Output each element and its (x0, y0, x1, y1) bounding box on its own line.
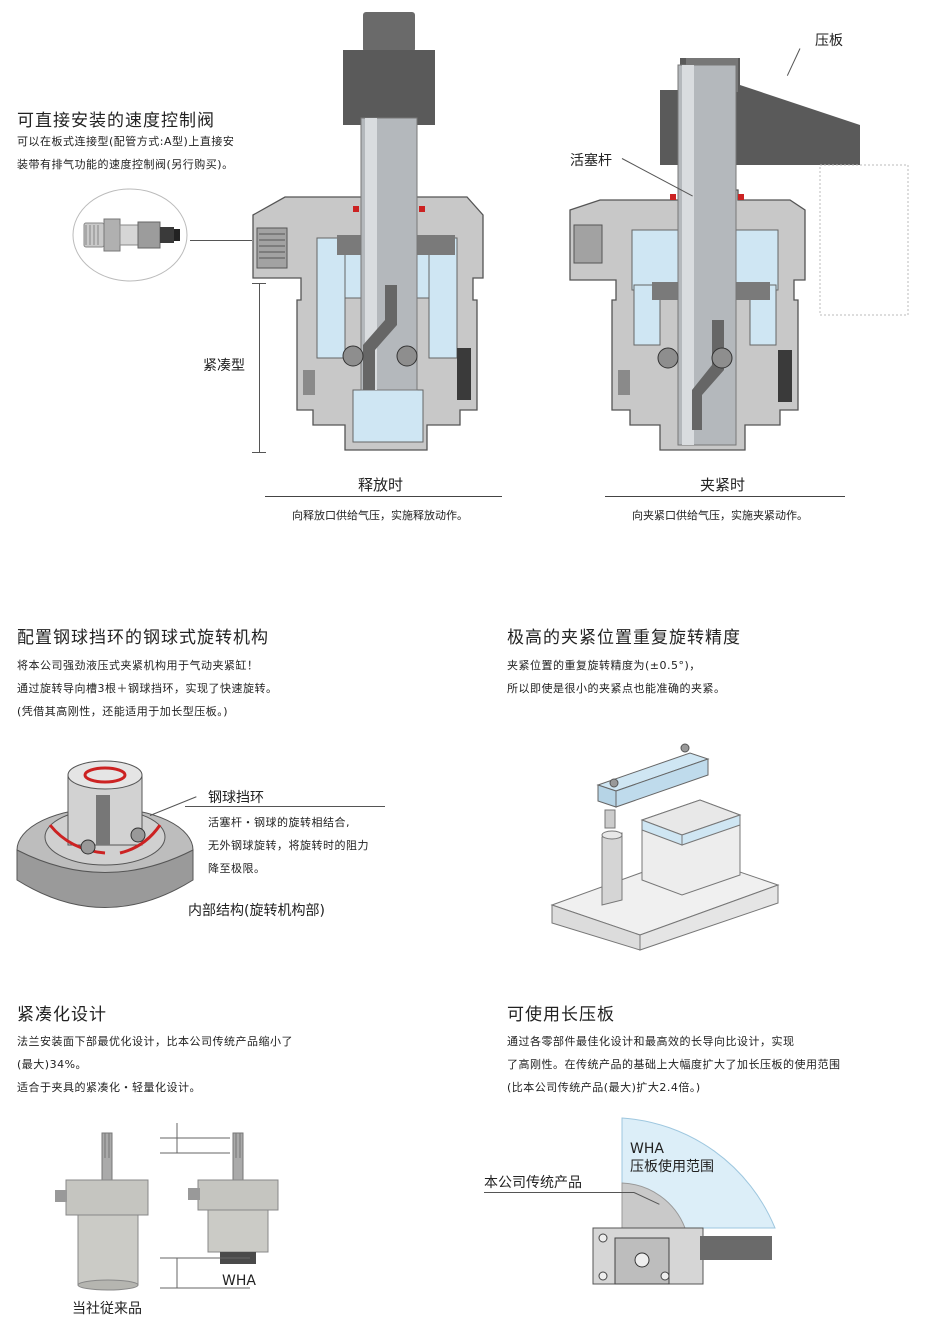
compact-dimension-top (252, 283, 266, 284)
speed-valve-text: 可以在板式连接型(配管方式:A型)上直接安 装带有排气功能的速度控制阀(另行购买… (17, 135, 235, 171)
label-compact: 紧凑型 (203, 358, 245, 374)
ring-label-rule (185, 806, 385, 807)
clamp-state-diagram (569, 58, 909, 451)
clamp-note: 向夹紧口供给气压，实施夹紧动作。 (632, 509, 808, 522)
release-caption-rule (265, 496, 502, 497)
label-wha-range: WHA 压板使用范围 (630, 1141, 714, 1175)
release-state-diagram (252, 12, 484, 451)
label-piston-rod: 活塞杆 (570, 153, 612, 169)
valve-leader-line (190, 240, 252, 241)
ring-description: 活塞杆・钢球的旋转相结合, 无外钢球旋转，将旋转时的阻力 降至极限。 (208, 816, 369, 875)
clamp-on-fixture-illustration (550, 743, 780, 951)
compact-dimension-bottom (252, 452, 266, 453)
size-comparison-illustration (55, 1123, 279, 1291)
label-conventional-range: 本公司传统产品 (484, 1175, 582, 1191)
section-title-long-arm: 可使用长压板 (507, 1005, 615, 1025)
rotation-mechanism-cutaway (16, 760, 194, 908)
repeat-accuracy-text: 夹紧位置的重复旋转精度为(±0.5°)， 所以即使是很小的夹紧点也能准确的夹紧。 (507, 659, 726, 695)
rotation-mechanism-text: 将本公司强劲液压式夹紧机构用于气动夹紧缸！ 通过旋转导向槽3根＋钢球挡环，实现了… (17, 659, 278, 718)
internal-structure-caption: 内部结构(旋转机构部) (188, 903, 325, 919)
release-note: 向释放口供给气压，实施释放动作。 (292, 509, 468, 522)
label-conventional-product: 当社従来品 (72, 1301, 142, 1317)
section-title-speed-valve: 可直接安装的速度控制阀 (17, 111, 215, 131)
clamp-caption: 夹紧时 (700, 476, 746, 494)
release-caption: 释放时 (358, 476, 404, 494)
section-title-repeat-accuracy: 极高的夹紧位置重复旋转精度 (507, 628, 741, 648)
conventional-range-leader (484, 1192, 634, 1193)
label-clamp-arm: 压板 (815, 33, 843, 49)
section-title-rotation-mechanism: 配置钢球挡环的钢球式旋转机构 (17, 628, 269, 648)
compact-dimension-line (259, 283, 260, 453)
speed-control-valve-image (72, 188, 188, 282)
clamp-caption-rule (605, 496, 845, 497)
arm-range-illustration (592, 1117, 776, 1285)
label-wha-product: WHA (222, 1273, 256, 1289)
label-ball-ring: 钢球挡环 (208, 790, 264, 806)
compact-design-text: 法兰安装面下部最优化设计，比本公司传统产品缩小了 (最大)34%。 适合于夹具的… (17, 1035, 293, 1094)
section-title-compact-design: 紧凑化设计 (17, 1005, 107, 1025)
long-arm-text: 通过各零部件最佳化设计和最高效的长导向比设计，实现 了高刚性。在传统产品的基础上… (507, 1035, 841, 1094)
